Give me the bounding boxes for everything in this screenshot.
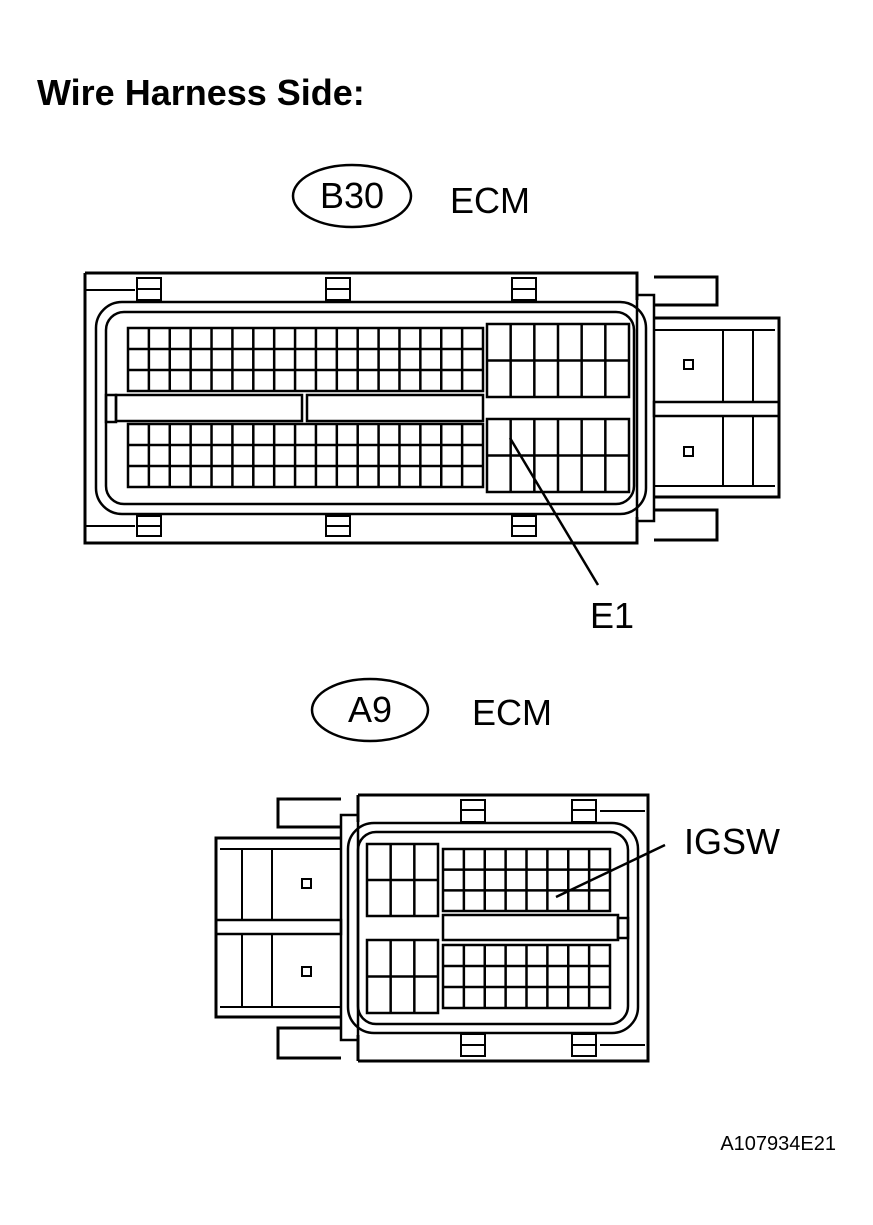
cavity-block-outline <box>126 326 485 393</box>
figure-id: A107934E21 <box>720 1133 836 1155</box>
a9-connector <box>214 793 650 1063</box>
key-notch <box>616 916 630 940</box>
key-notch <box>104 393 118 424</box>
separator-bar <box>441 913 620 942</box>
lever-hole <box>683 446 694 457</box>
lever-arm-top <box>276 797 341 829</box>
cavity-block-outline <box>126 422 485 489</box>
lever-body <box>214 836 341 1019</box>
lever-rib <box>652 400 781 418</box>
igsw-terminal-label: IGSW <box>684 821 780 862</box>
terminal-grid-top-left <box>365 842 440 918</box>
terminal-grid-top-right <box>485 322 631 399</box>
terminal-grid-bottom-right <box>441 943 612 1010</box>
terminal-grid-top-right <box>441 847 612 913</box>
terminal-grid-bottom-right <box>485 417 631 494</box>
separator-bar <box>305 393 485 423</box>
outer-frame <box>346 821 640 1035</box>
terminal-grid-bottom-left <box>365 938 440 1015</box>
connector-name: ECM <box>472 692 552 733</box>
connector-code-ellipse <box>291 163 413 229</box>
separator-bar <box>114 393 304 423</box>
lever-arm-bottom <box>276 1026 341 1060</box>
connector-code: B30 <box>320 175 384 216</box>
inner-frame <box>356 830 630 1026</box>
lever-hole <box>301 878 312 889</box>
outer-frame <box>94 300 648 516</box>
lever-hole <box>683 359 694 370</box>
lever-arm-bottom <box>654 508 719 542</box>
housing-outline <box>358 793 650 1063</box>
connector-code: A9 <box>348 689 392 730</box>
connector-name: ECM <box>450 180 530 221</box>
lock-post <box>339 813 360 1042</box>
b30-connector-label: B30 ECM <box>291 163 530 229</box>
lever-arm-top <box>654 275 719 307</box>
lever-body <box>654 316 781 499</box>
housing-outline <box>83 271 639 545</box>
e1-leader-line <box>508 437 600 586</box>
e1-terminal-label: E1 <box>590 595 634 636</box>
a9-connector-label: A9 ECM <box>310 677 552 743</box>
igsw-leader-line <box>555 843 666 899</box>
lever-hole <box>301 966 312 977</box>
inner-frame <box>104 310 636 506</box>
diagram-title: Wire Harness Side: <box>37 72 365 113</box>
connector-code-ellipse <box>310 677 430 743</box>
terminal-grid-top-left <box>126 326 485 393</box>
terminal-grid-bottom-left <box>126 422 485 489</box>
lever-rib <box>214 918 343 936</box>
b30-connector <box>83 271 781 545</box>
